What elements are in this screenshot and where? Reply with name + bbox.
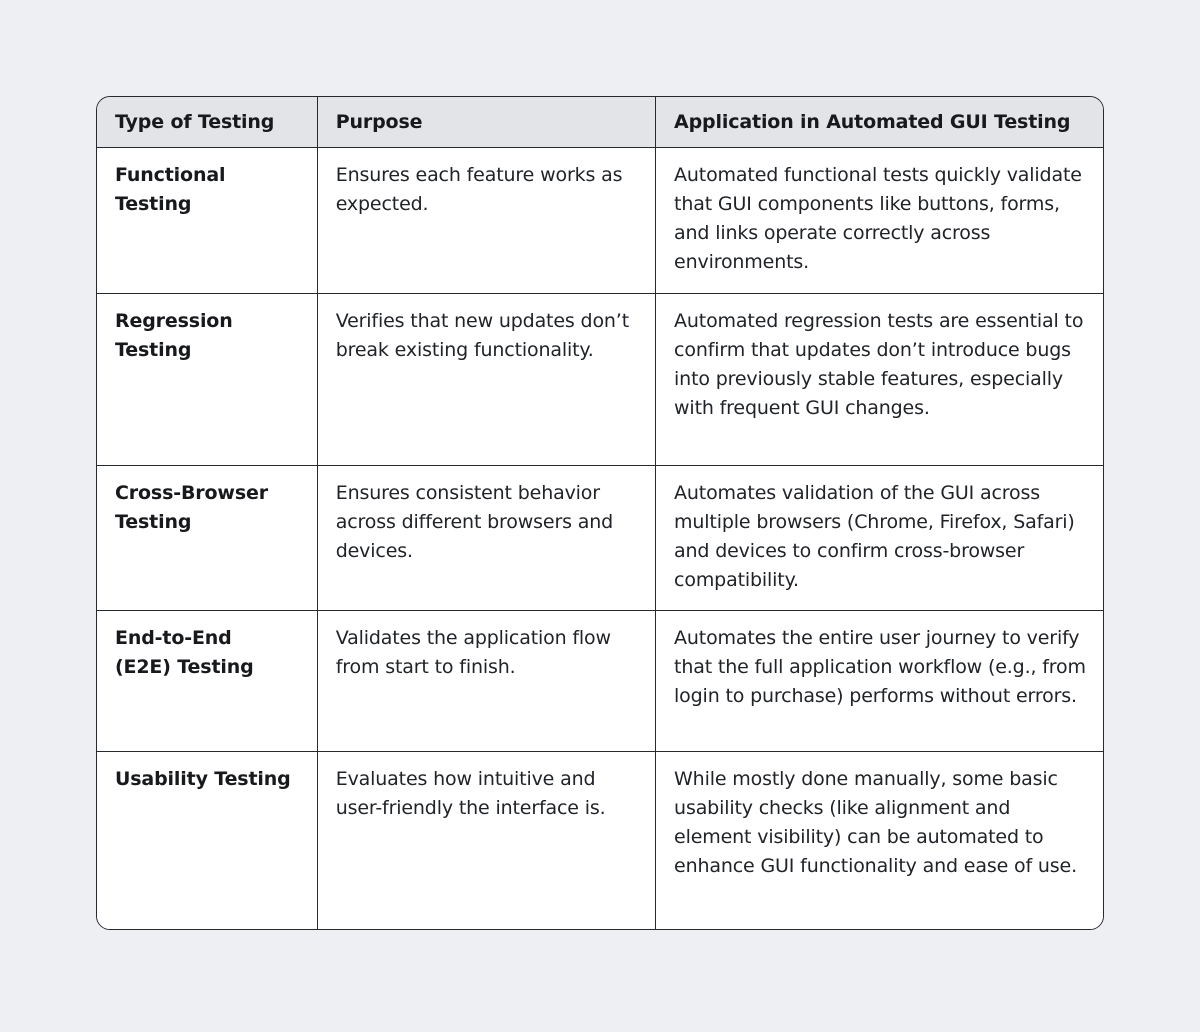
table-row-end-to-end-testing: End-to-End (E2E) Testing Validates the a… — [97, 610, 1103, 752]
column-header-purpose: Purpose — [317, 97, 657, 148]
cell-purpose: Ensures consistent behavior across diffe… — [317, 465, 657, 611]
table-row-functional-testing: Functional Testing Ensures each feature … — [97, 147, 1103, 294]
table-row-usability-testing: Usability Testing Evaluates how intuitiv… — [97, 751, 1103, 929]
table-row-regression-testing: Regression Testing Verifies that new upd… — [97, 293, 1103, 466]
cell-application: While mostly done manually, some basic u… — [655, 751, 1103, 929]
cell-application: Automated regression tests are essential… — [655, 293, 1103, 466]
cell-purpose: Validates the application flow from star… — [317, 610, 657, 752]
cell-type: End-to-End (E2E) Testing — [97, 610, 318, 752]
cell-application: Automates the entire user journey to ver… — [655, 610, 1103, 752]
table: Type of Testing Purpose Application in A… — [97, 97, 1103, 929]
column-header-application: Application in Automated GUI Testing — [655, 97, 1103, 148]
cell-type: Functional Testing — [97, 147, 318, 294]
cell-purpose: Verifies that new updates don’t break ex… — [317, 293, 657, 466]
cell-application: Automated functional tests quickly valid… — [655, 147, 1103, 294]
testing-types-table: Type of Testing Purpose Application in A… — [96, 96, 1104, 930]
table-row-cross-browser-testing: Cross-Browser Testing Ensures consistent… — [97, 465, 1103, 611]
column-header-type-of-testing: Type of Testing — [97, 97, 318, 148]
table-header-row: Type of Testing Purpose Application in A… — [97, 97, 1103, 148]
cell-type: Regression Testing — [97, 293, 318, 466]
cell-application: Automates validation of the GUI across m… — [655, 465, 1103, 611]
cell-purpose: Evaluates how intuitive and user-friendl… — [317, 751, 657, 929]
cell-purpose: Ensures each feature works as expected. — [317, 147, 657, 294]
cell-type: Usability Testing — [97, 751, 318, 929]
cell-type: Cross-Browser Testing — [97, 465, 318, 611]
